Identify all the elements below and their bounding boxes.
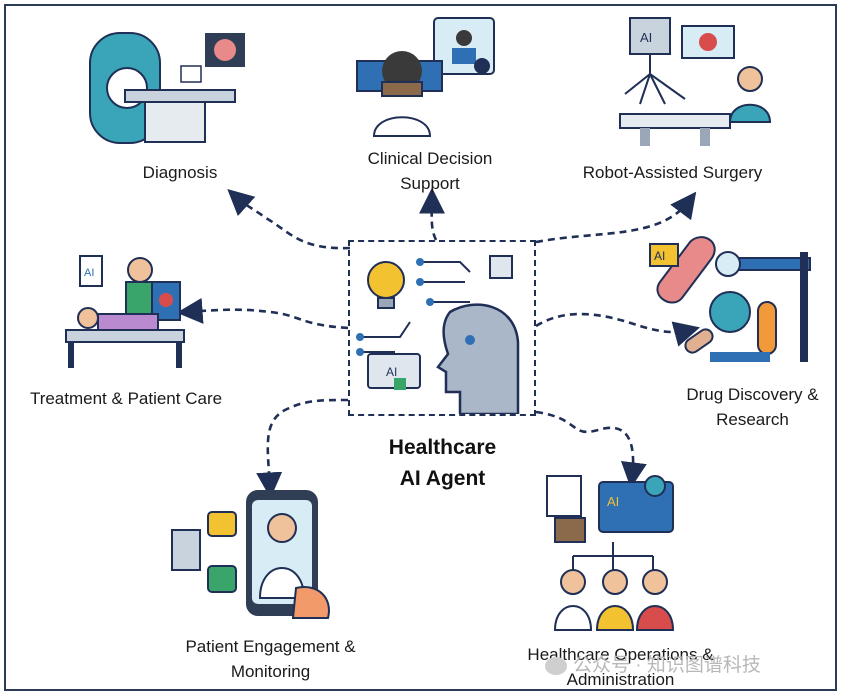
connector-operations <box>535 410 647 489</box>
center-title-line1: Healthcare <box>388 436 497 459</box>
svg-text:AI: AI <box>84 267 94 279</box>
node-label: Clinical Decision Support <box>350 146 510 196</box>
wechat-icon <box>545 656 567 675</box>
node-label: Drug Discovery & Research <box>670 382 835 432</box>
connector-clinical <box>418 187 445 241</box>
node-label: Diagnosis <box>125 160 235 185</box>
node-label-line2: Support <box>400 174 460 193</box>
patient-bed-icon: AI <box>65 255 185 368</box>
ai-brain-circuit-icon: AI <box>356 255 520 416</box>
svg-text:AI: AI <box>607 494 619 509</box>
node-label-line1: Drug Discovery & <box>686 385 819 404</box>
robot-arm-surgery-icon: AI <box>619 17 772 146</box>
node-label: Robot-Assisted Surgery <box>560 160 785 185</box>
watermark-text: 公众号 · 知识图谱科技 <box>573 655 761 676</box>
phone-doctor-chat-icon <box>171 490 330 619</box>
vr-doctor-icon <box>356 17 495 137</box>
node-label-line2: Administration <box>566 670 675 689</box>
connector-engagement <box>256 398 349 499</box>
node-label-line1: Diagnosis <box>142 163 218 182</box>
center-title-line2: AI Agent <box>399 467 486 490</box>
svg-text:AI: AI <box>386 365 397 379</box>
node-label-line1: Healthcare Operations & <box>527 645 714 664</box>
node-label: Healthcare Operations & Administration <box>508 642 733 692</box>
connector-diagnosis <box>227 189 351 250</box>
node-label-line2: Monitoring <box>230 662 311 681</box>
diagram-frame <box>4 4 837 691</box>
node-label-line1: Treatment & Patient Care <box>29 389 223 408</box>
svg-text:AI: AI <box>640 30 652 45</box>
mri-scanner-icon <box>89 32 245 144</box>
watermark: 公众号 · 知识图谱科技 <box>545 650 761 677</box>
svg-text:AI: AI <box>654 249 665 263</box>
center-title: Healthcare AI Agent <box>340 432 545 494</box>
microscope-capsule-icon: AI <box>649 236 811 362</box>
connector-robot <box>535 191 697 244</box>
node-label-line1: Robot-Assisted Surgery <box>582 163 763 182</box>
node-label: Patient Engagement & Monitoring <box>168 634 373 684</box>
org-chart-monitor-icon: AI <box>546 475 675 631</box>
node-label-line2: Research <box>716 410 789 429</box>
connector-treatment <box>176 297 349 330</box>
center-hub: AI <box>348 240 536 416</box>
node-label-line1: Patient Engagement & <box>185 637 356 656</box>
connector-drug <box>535 312 701 347</box>
node-label: Treatment & Patient Care <box>12 386 240 411</box>
node-label-line1: Clinical Decision <box>367 149 493 168</box>
